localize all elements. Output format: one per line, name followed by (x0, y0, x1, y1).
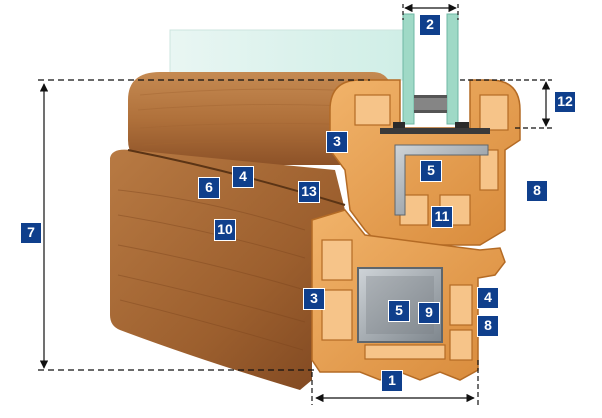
desiccant (414, 98, 447, 110)
glazing-gasket-right (455, 122, 469, 130)
sash-steel-reinforcement (394, 144, 489, 216)
marker-4-frame: 4 (477, 287, 499, 309)
marker-7: 7 (20, 222, 42, 244)
glass-pane-inner (446, 13, 459, 125)
wood-grain-front (117, 189, 306, 351)
marker-3-sash: 3 (326, 131, 348, 153)
marker-9: 9 (418, 302, 440, 324)
glass-pane-outer (402, 13, 415, 125)
glazing-gasket-left (393, 122, 405, 130)
marker-8-lower: 8 (477, 315, 499, 337)
marker-5-sash: 5 (420, 160, 442, 182)
frame-wood-cladding (110, 149, 345, 390)
sash-chambers (354, 94, 509, 226)
marker-3-frame: 3 (303, 288, 325, 310)
marker-12: 12 (554, 91, 576, 113)
marker-8-upper: 8 (526, 180, 548, 202)
bead-gasket (380, 128, 490, 134)
marker-11: 11 (431, 206, 453, 228)
marker-6: 6 (198, 177, 220, 199)
marker-5-frame: 5 (388, 300, 410, 322)
marker-4-sash: 4 (232, 166, 254, 188)
marker-1: 1 (381, 370, 403, 392)
marker-13: 13 (298, 181, 320, 203)
marker-10: 10 (214, 219, 236, 241)
marker-2: 2 (419, 14, 441, 36)
frame-chambers (321, 239, 473, 361)
